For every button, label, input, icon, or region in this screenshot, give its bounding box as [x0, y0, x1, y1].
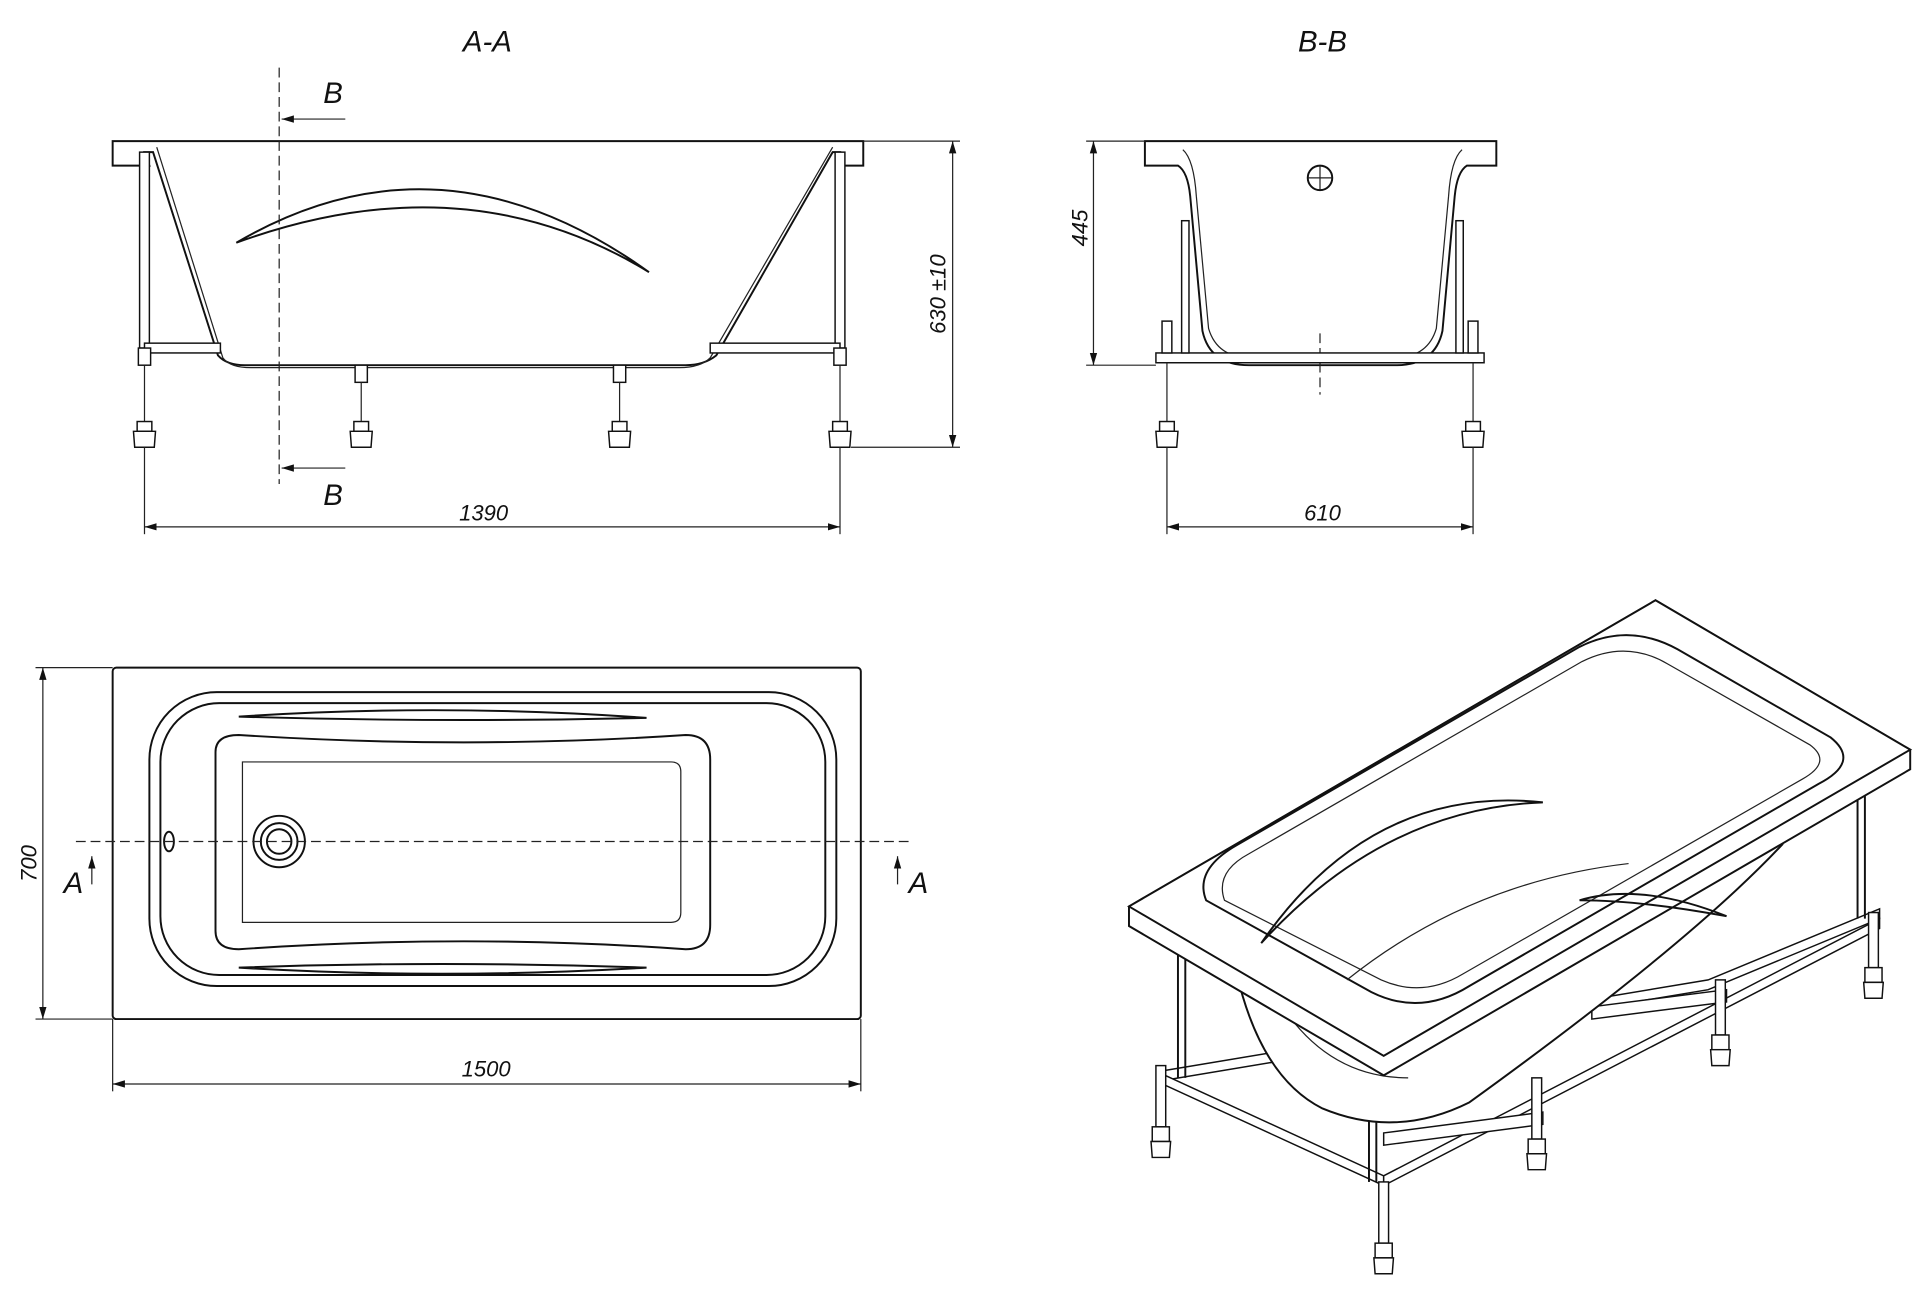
- tub-profile: [111, 140, 865, 367]
- cut-label-a-right: A: [907, 867, 929, 900]
- section-b-b-view: B-B 445 610: [1067, 26, 1498, 535]
- tub-cross-section: [1143, 140, 1498, 367]
- tub-basin: [1202, 634, 1845, 1004]
- cut-label-b-bottom: B: [323, 479, 343, 512]
- dimension-445: 445: [1067, 140, 1156, 366]
- svg-text:1500: 1500: [462, 1057, 512, 1082]
- section-a-a-title: A-A: [461, 26, 512, 59]
- headrest-contour: [1260, 799, 1543, 944]
- svg-text:630 ±10: 630 ±10: [925, 254, 950, 334]
- svg-text:445: 445: [1067, 209, 1092, 247]
- adjustable-legs: [1150, 911, 1885, 1275]
- dimension-630: 630 ±10: [851, 140, 960, 448]
- section-b-b-title: B-B: [1298, 26, 1347, 59]
- support-frame: [1155, 219, 1485, 448]
- svg-text:1390: 1390: [459, 501, 509, 526]
- tub-outline: [111, 666, 862, 1021]
- dimension-700: 700: [17, 667, 113, 1020]
- adjustable-legs: [132, 347, 852, 448]
- cut-label-a-left: A: [62, 867, 84, 900]
- dimension-610: 610: [1166, 447, 1474, 535]
- tub-bottom: [241, 761, 682, 923]
- headrest-contour: [235, 188, 650, 273]
- svg-text:610: 610: [1304, 501, 1342, 526]
- dimension-1390: 1390: [143, 447, 841, 535]
- svg-text:700: 700: [17, 844, 42, 882]
- support-frame: [1156, 786, 1881, 1187]
- dimension-1500: 1500: [112, 1019, 862, 1092]
- cut-label-b-top: B: [323, 77, 343, 110]
- section-a-a-view: A-A B B 1390: [111, 26, 960, 535]
- plan-view: A A 700 1500: [17, 666, 929, 1092]
- isometric-view: [1127, 599, 1913, 1275]
